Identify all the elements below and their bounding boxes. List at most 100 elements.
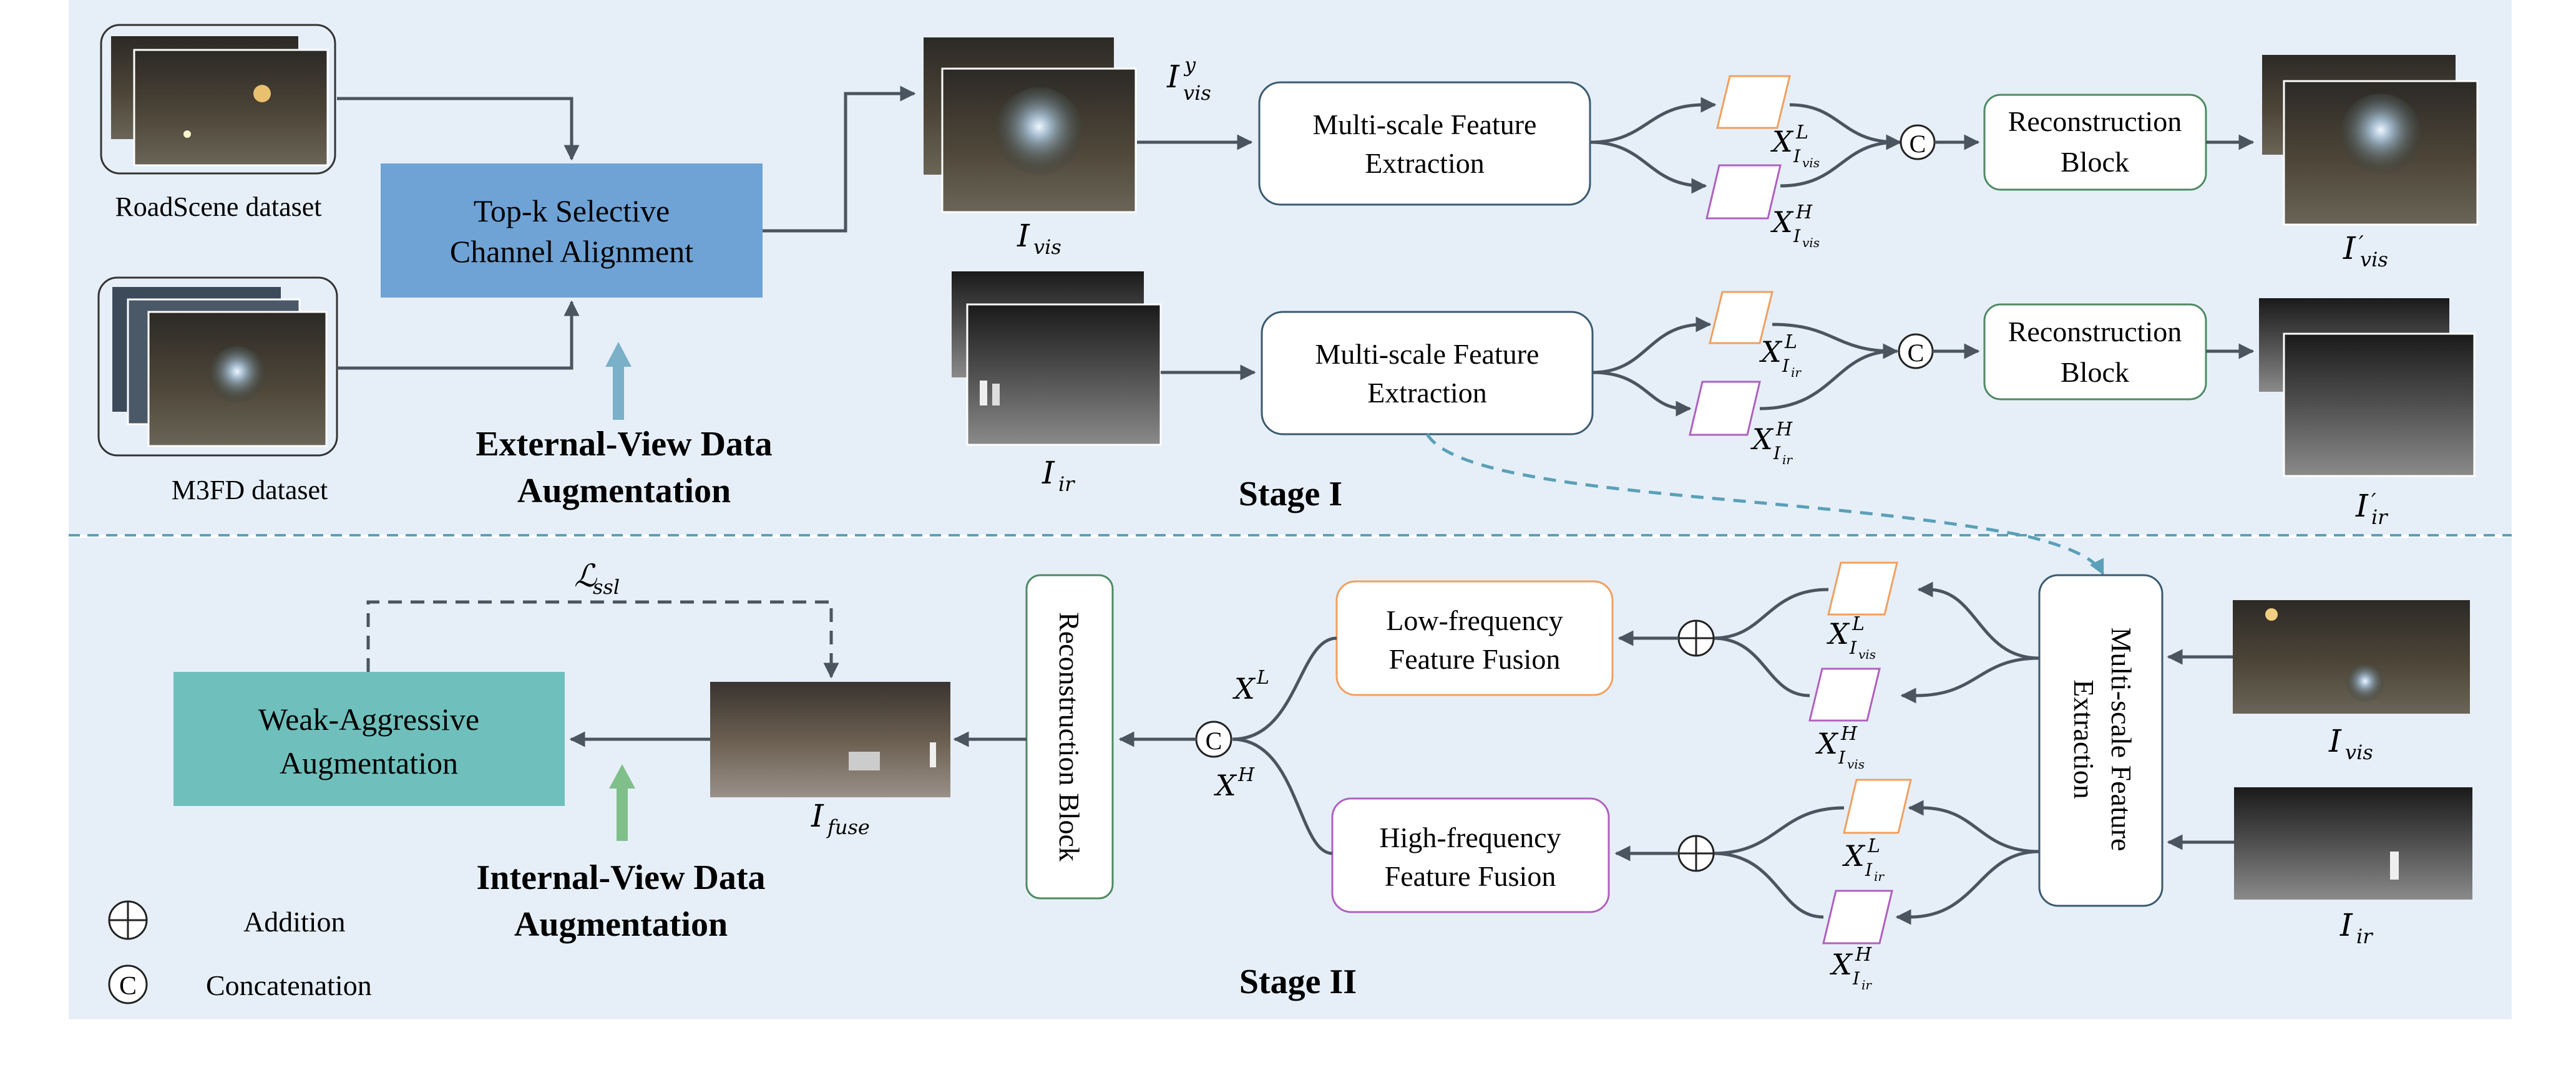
svg-text:I: I xyxy=(1793,146,1801,167)
arrow-topk-to-vis xyxy=(763,85,916,233)
stage2-recon-rotated-label: Reconstruction Block xyxy=(1053,612,1085,862)
stage2-label: Stage II xyxy=(1239,963,1357,1001)
svg-text:vis: vis xyxy=(1183,81,1211,105)
svg-text:I: I xyxy=(1838,747,1846,768)
svg-text:I: I xyxy=(1017,218,1030,254)
label-I-vis-stage1: I vis xyxy=(1017,218,1061,259)
stage1-vis-output-image xyxy=(2262,55,2479,226)
stage2-ir-split-low xyxy=(1908,800,2040,853)
stage1-ir-output-image xyxy=(2259,298,2476,477)
topk-label-line1: Top-k Selective xyxy=(474,193,670,228)
svg-text:X: X xyxy=(1770,125,1794,158)
svg-text:I: I xyxy=(2328,723,2342,759)
stage1-vis-concat-icon: C xyxy=(1900,124,1936,160)
stage2-concat-icon: C xyxy=(1195,721,1232,758)
svg-text:I: I xyxy=(1865,860,1873,880)
arrow-roadscene-to-topk xyxy=(337,97,580,161)
legend-addition-icon xyxy=(108,900,148,940)
stage2-ir-low-feature-parallelogram xyxy=(1843,779,1912,834)
label-X-H-Ivis-stage1: X H I vis xyxy=(1770,201,1820,250)
svg-text:C: C xyxy=(1206,727,1222,755)
stage1-vis-high-feature-parallelogram xyxy=(1705,164,1782,220)
stage1-ir-low-feature-parallelogram xyxy=(1709,291,1773,344)
topk-alignment-block xyxy=(381,163,763,298)
svg-text:vis: vis xyxy=(2345,740,2373,764)
svg-text:ir: ir xyxy=(2371,505,2388,529)
svg-text:ir: ir xyxy=(1058,472,1075,496)
svg-text:I: I xyxy=(1042,455,1055,491)
m3fd-label: M3FD dataset xyxy=(172,475,328,505)
arrow-m3fd-to-topk xyxy=(337,300,580,370)
svg-text:y: y xyxy=(1183,53,1196,77)
low-frequency-fusion-block xyxy=(1335,580,1614,696)
svg-text:H: H xyxy=(1795,201,1813,223)
svg-text:vis: vis xyxy=(1033,235,1061,259)
svg-text:X: X xyxy=(1770,205,1794,239)
stage2-addition-icon-high xyxy=(1677,835,1715,872)
low-fusion-line1: Low-frequency xyxy=(1386,604,1563,636)
svg-text:I: I xyxy=(1782,356,1790,376)
stage2-addition-icon-low xyxy=(1677,619,1715,657)
stage1-ir-merge-high xyxy=(1759,349,1895,410)
label-I-vis-y: I vis y xyxy=(1166,53,1211,105)
weak-aug-line1: Weak-Aggressive xyxy=(258,702,479,737)
svg-text:I: I xyxy=(1166,59,1180,95)
stage1-vis-mfe-line2: Extraction xyxy=(1365,147,1485,179)
label-I-ir-stage2: I ir xyxy=(2339,907,2373,948)
svg-text:X: X xyxy=(1842,839,1866,873)
stage1-ir-mfe-line2: Extraction xyxy=(1367,377,1487,409)
high-fusion-to-concat xyxy=(1232,737,1333,855)
stage2-ir-merge-high xyxy=(1712,852,1824,919)
label-X-L-Ivis-stage1: X L I vis xyxy=(1770,122,1820,170)
stage1-ir-high-feature-parallelogram xyxy=(1689,381,1761,436)
stage2-ir-split-high xyxy=(1895,850,2040,925)
svg-text:vis: vis xyxy=(1847,757,1865,772)
svg-text:Reconstruction Block: Reconstruction Block xyxy=(1053,612,1085,862)
label-X-H-Ivis-stage2: X H I vis xyxy=(1815,723,1865,772)
stage2-vis-high-feature-parallelogram xyxy=(1808,668,1881,722)
svg-text:X: X xyxy=(1759,335,1783,369)
stage1-vis-recon-line2: Block xyxy=(2061,146,2129,178)
svg-text:I: I xyxy=(2343,230,2356,266)
svg-text:I: I xyxy=(1793,226,1801,246)
internal-aug-line1: Internal-View Data xyxy=(477,858,766,897)
svg-text:I: I xyxy=(2355,488,2369,524)
svg-text:H: H xyxy=(1855,944,1872,966)
label-X-H-Iir-stage1: X H I ir xyxy=(1750,419,1793,467)
svg-text:ℒ: ℒ xyxy=(574,558,597,594)
label-I-fuse: I fuse xyxy=(811,798,870,839)
stage1-vis-split-low xyxy=(1589,97,1717,144)
label-X-L-stage2: X L xyxy=(1232,667,1269,706)
stage2-vis-split-low xyxy=(1917,581,2040,660)
high-frequency-fusion-block xyxy=(1331,797,1610,913)
svg-text:ir: ir xyxy=(1782,452,1793,467)
svg-text:ssl: ssl xyxy=(593,575,620,599)
svg-text:ir: ir xyxy=(1874,869,1885,884)
svg-text:vis: vis xyxy=(1802,235,1820,250)
svg-text:C: C xyxy=(1908,339,1925,367)
stage1-ir-concat-icon: C xyxy=(1898,333,1934,369)
topk-label-line2: Channel Alignment xyxy=(450,234,693,269)
stage1-vis-recon-line1: Reconstruction xyxy=(2008,105,2182,137)
svg-text:I: I xyxy=(811,798,824,834)
svg-text:Multi-scale Feature: Multi-scale Feature xyxy=(2105,628,2137,852)
svg-text:I: I xyxy=(1773,443,1781,464)
stage2-ir-high-feature-parallelogram xyxy=(1822,890,1893,944)
dashed-weight-sharing-curve xyxy=(1425,433,2105,576)
svg-text:ir: ir xyxy=(1861,978,1872,993)
m3fd-image-stack xyxy=(97,276,338,457)
stage1-ir-mfe-line1: Multi-scale Feature xyxy=(1315,338,1539,370)
svg-text:L: L xyxy=(1784,331,1797,353)
stage2-recon-block xyxy=(1025,574,1114,900)
label-X-L-Iir-stage2: X L I ir xyxy=(1842,835,1885,884)
label-X-L-Ivis-stage2: X L I vis xyxy=(1827,613,1876,662)
label-X-L-Iir-stage1: X L I ir xyxy=(1759,331,1802,380)
ssl-loss-dashed-loop xyxy=(366,600,839,679)
svg-text:X: X xyxy=(1815,727,1839,760)
label-I-ir-stage1: I ir xyxy=(1042,455,1075,496)
svg-text:vis: vis xyxy=(2360,248,2388,271)
stage2-vis-input-image xyxy=(2233,600,2470,714)
svg-text:fuse: fuse xyxy=(826,815,870,839)
external-aug-line1: External-View Data xyxy=(476,425,772,464)
stage2-vis-low-feature-parallelogram xyxy=(1827,561,1898,616)
